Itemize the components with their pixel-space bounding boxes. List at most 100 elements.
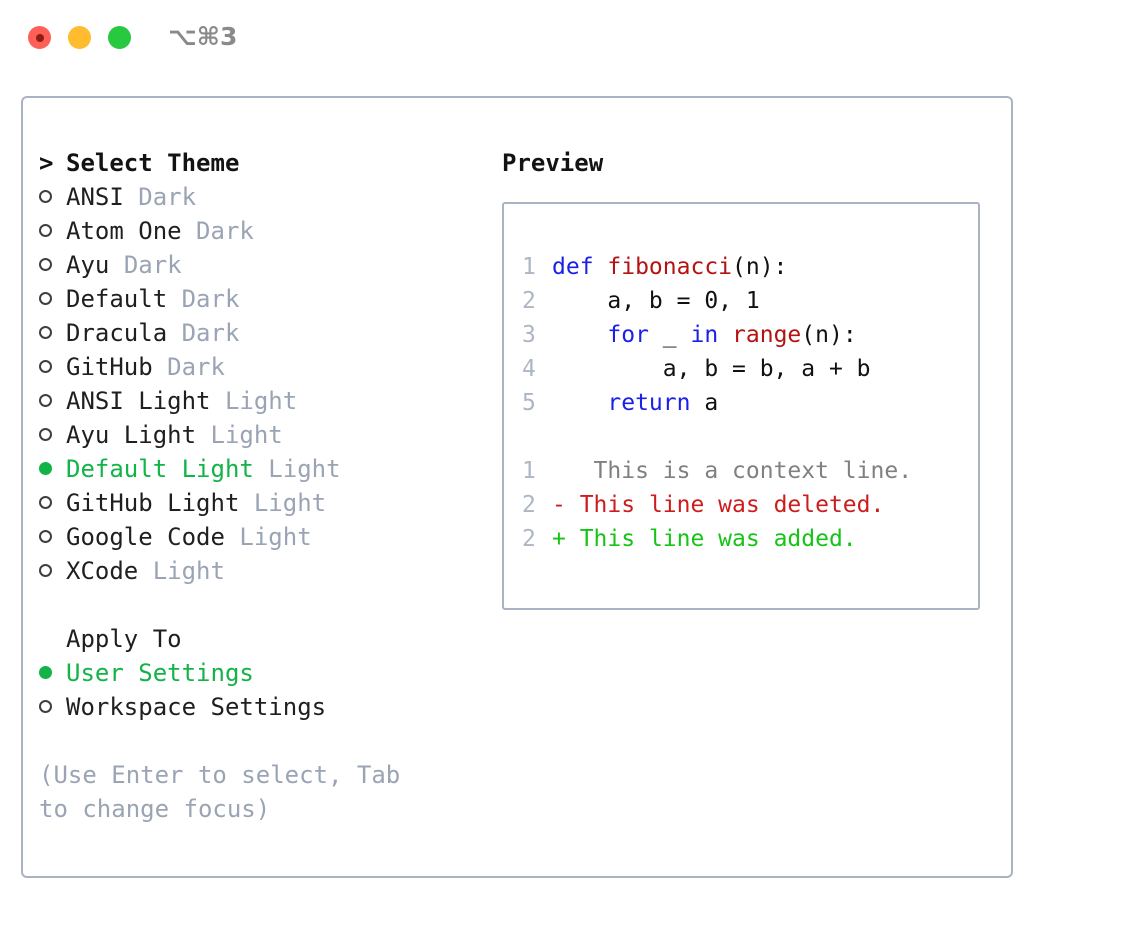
title-bar: ⌥⌘3 [0, 0, 1140, 78]
code-token: in [690, 322, 719, 348]
code-token: def [552, 254, 608, 280]
theme-list-header: > Select Theme [39, 146, 469, 180]
theme-option-name: Default [66, 285, 168, 313]
radio-unselected-icon [39, 214, 66, 248]
code-token [552, 390, 607, 416]
line-number: 1 [522, 458, 536, 484]
theme-option-ansi-light[interactable]: ANSI Light Light [39, 384, 469, 418]
theme-option-category: Dark [167, 353, 225, 381]
code-token: (n): [732, 254, 788, 280]
radio-unselected-icon [39, 554, 66, 588]
diff-line-ctx: 1 This is a context line. [522, 454, 978, 488]
radio-unselected-icon [39, 384, 66, 418]
theme-option-category: Dark [181, 285, 240, 313]
apply-to-option-user-settings[interactable]: User Settings [39, 656, 469, 690]
radio-glyph [39, 224, 52, 237]
spacer [109, 251, 123, 279]
code-line: 3 for _ in range(n): [522, 318, 978, 352]
theme-option-category: Light [253, 489, 327, 517]
theme-option-category: Light [268, 455, 341, 483]
code-token: a [690, 390, 719, 416]
theme-option-atom-one[interactable]: Atom One Dark [39, 214, 469, 248]
spacer [138, 557, 152, 585]
radio-glyph [39, 666, 52, 679]
minimize-button-icon[interactable] [68, 26, 91, 49]
theme-option-name: Ayu Light [66, 421, 197, 449]
line-number: 3 [522, 322, 536, 348]
radio-unselected-icon [39, 282, 66, 316]
line-number: 2 [522, 492, 536, 518]
close-button-icon[interactable] [28, 26, 51, 49]
spacer [167, 319, 181, 347]
radio-selected-icon [39, 656, 66, 690]
theme-option-default[interactable]: Default Dark [39, 282, 469, 316]
theme-option-github-light[interactable]: GitHub Light Light [39, 486, 469, 520]
theme-option-dracula[interactable]: Dracula Dark [39, 316, 469, 350]
spacer [211, 387, 225, 415]
radio-unselected-icon [39, 180, 66, 214]
theme-option-category: Light [224, 387, 298, 415]
code-line: 2 a, b = 0, 1 [522, 284, 978, 318]
theme-option-google-code[interactable]: Google Code Light [39, 520, 469, 554]
theme-option-name: ANSI [66, 183, 124, 211]
theme-option-category: Dark [138, 183, 197, 211]
radio-glyph [39, 292, 52, 305]
theme-list-title: Select Theme [66, 149, 240, 177]
theme-option-name: Default Light [66, 455, 254, 483]
apply-to-option-name: Workspace Settings [66, 693, 327, 721]
apply-to-option-name: User Settings [66, 659, 254, 687]
line-number: 2 [522, 526, 536, 552]
radio-unselected-icon [39, 316, 66, 350]
theme-option-name: XCode [66, 557, 139, 585]
radio-glyph [39, 360, 52, 373]
diff-text: This line was added. [565, 526, 857, 552]
theme-option-ayu-light[interactable]: Ayu Light Light [39, 418, 469, 452]
diff-sample: 1 This is a context line.2- This line wa… [522, 454, 978, 556]
code-token: range [732, 322, 802, 348]
theme-option-name: Dracula [66, 319, 168, 347]
spacer [167, 285, 181, 313]
line-number: 1 [522, 254, 536, 280]
diff-sign [552, 458, 566, 484]
radio-glyph [39, 428, 52, 441]
radio-glyph [39, 496, 52, 509]
radio-glyph [39, 530, 52, 543]
spacer [225, 523, 239, 551]
code-token [718, 322, 732, 348]
theme-option-ansi[interactable]: ANSI Dark [39, 180, 469, 214]
theme-option-github[interactable]: GitHub Dark [39, 350, 469, 384]
theme-option-category: Dark [123, 251, 182, 279]
code-diff-spacer [522, 420, 978, 454]
diff-sign: + [552, 526, 566, 552]
preview-title: Preview [502, 149, 604, 177]
spacer [124, 183, 138, 211]
radio-glyph [39, 394, 52, 407]
selection-caret-icon: > [39, 149, 54, 177]
radio-unselected-icon [39, 520, 66, 554]
theme-option-name: Google Code [66, 523, 225, 551]
radio-glyph [39, 326, 52, 339]
theme-option-category: Dark [196, 217, 254, 245]
radio-glyph [39, 462, 52, 475]
keyboard-hint: (Use Enter to select, Tab to change focu… [39, 761, 401, 823]
zoom-button-icon[interactable] [108, 26, 131, 49]
traffic-light-controls [28, 26, 131, 49]
theme-option-xcode[interactable]: XCode Light [39, 554, 469, 588]
radio-glyph [39, 564, 52, 577]
apply-to-option-workspace-settings[interactable]: Workspace Settings [39, 690, 469, 724]
radio-unselected-icon [39, 350, 66, 384]
theme-option-default-light[interactable]: Default Light Light [39, 452, 469, 486]
spacer [239, 489, 253, 517]
theme-option-category: Light [239, 523, 312, 551]
theme-option-ayu[interactable]: Ayu Dark [39, 248, 469, 282]
theme-option-name: Ayu [66, 251, 110, 279]
radio-unselected-icon [39, 690, 66, 724]
theme-option-category: Dark [181, 319, 240, 347]
